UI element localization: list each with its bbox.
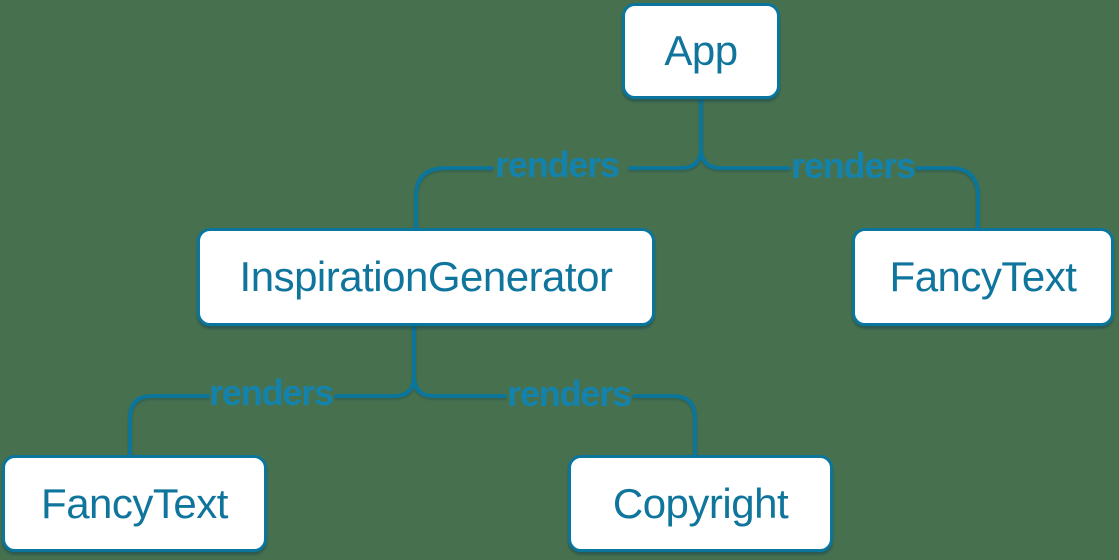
node-fancy-text-top-right: FancyText [852, 228, 1114, 326]
edge-app-to-fancytext-left-of-label [699, 146, 791, 170]
edge-inspirationgenerator-to-copyright-right-of-label [632, 394, 697, 458]
edge-inspirationgenerator-to-copyright-left-of-label [412, 374, 507, 398]
node-copyright: Copyright [568, 455, 833, 552]
node-app: App [622, 3, 780, 99]
edge-app-to-inspirationgenerator-left-of-label [414, 166, 494, 231]
edge-label-inspirationgenerator-copyright: renders [507, 373, 632, 414]
edge-app-to-inspirationgenerator-right-of-label [628, 146, 703, 170]
edge-inspirationgenerator-to-fancytext-right-of-label [334, 374, 416, 398]
edge-label-app-inspirationgenerator: renders [495, 144, 620, 185]
edge-label-app-fancytext: renders [791, 145, 916, 186]
node-fancy-text-bottom-left: FancyText [2, 455, 267, 552]
edge-label-inspirationgenerator-fancytext: renders [209, 372, 334, 413]
edge-inspirationgenerator-to-fancytext-left-of-label [128, 394, 210, 458]
edge-app-to-fancytext-right-of-label [915, 166, 980, 231]
node-inspiration-generator: InspirationGenerator [197, 228, 655, 326]
